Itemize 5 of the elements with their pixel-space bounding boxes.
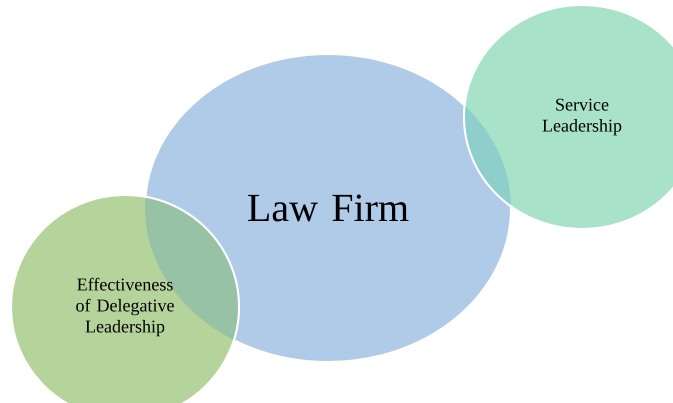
node-label: Service Leadership xyxy=(542,98,622,136)
circle xyxy=(463,4,673,230)
node-label: Effectiveness of Delegative Leadership xyxy=(76,278,174,336)
circle xyxy=(10,194,240,403)
node-label: Law Firm xyxy=(248,194,408,222)
